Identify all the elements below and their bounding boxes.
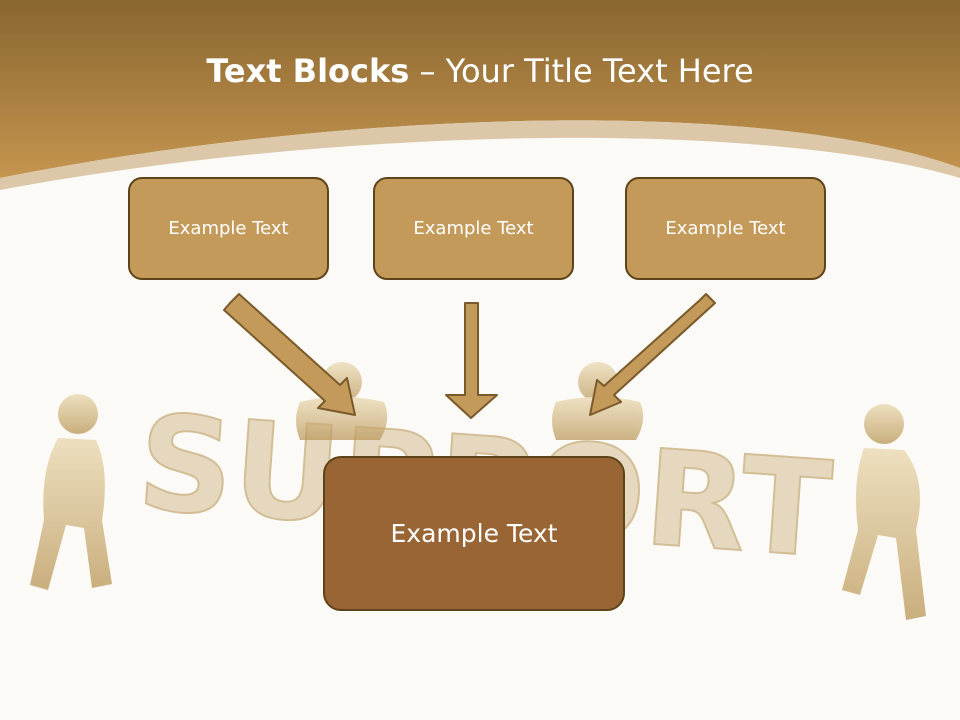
title-dash: – — [409, 52, 446, 90]
gold-figure-left — [30, 394, 112, 590]
title-bold: Text Blocks — [206, 52, 410, 90]
gold-figure-right — [842, 404, 926, 620]
target-block-label: Example Text — [390, 519, 558, 548]
arrow-left — [223, 293, 356, 416]
text-block-1[interactable]: Example Text — [128, 177, 329, 280]
text-block-3-label: Example Text — [665, 218, 786, 239]
title-rest: Your Title Text Here — [445, 52, 754, 90]
text-block-2-label: Example Text — [413, 218, 534, 239]
header-band — [0, 0, 960, 178]
header-swoosh — [0, 120, 960, 190]
target-block[interactable]: Example Text — [323, 456, 625, 611]
text-block-1-label: Example Text — [168, 218, 289, 239]
arrow-right — [589, 293, 716, 416]
text-block-3[interactable]: Example Text — [625, 177, 826, 280]
arrow-center — [445, 302, 498, 419]
text-block-2[interactable]: Example Text — [373, 177, 574, 280]
slide-title: Text Blocks – Your Title Text Here — [0, 52, 960, 90]
